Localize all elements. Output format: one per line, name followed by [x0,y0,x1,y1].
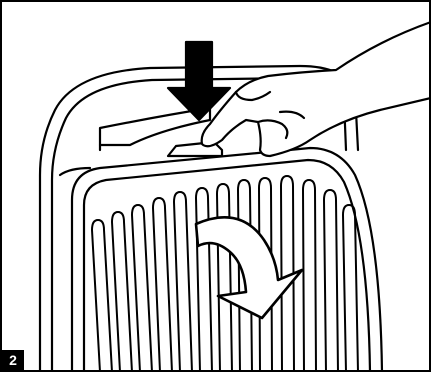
step-number-badge: 2 [2,350,24,370]
hand-icon [202,22,431,156]
